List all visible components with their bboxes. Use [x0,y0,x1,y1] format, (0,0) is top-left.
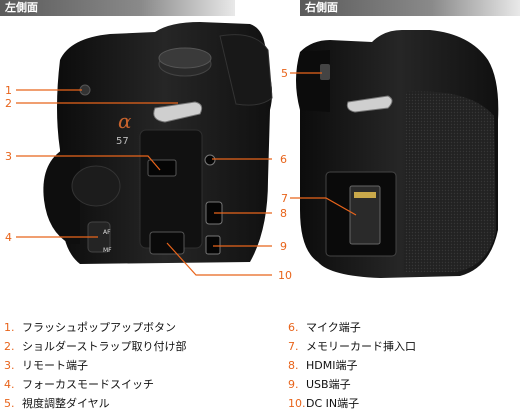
legend-item: 6. マイク端子 [288,318,416,337]
diopter-dial [320,64,330,80]
legend-label: フォーカスモードスイッチ [22,378,154,391]
legend-item: 9. USB端子 [288,375,416,394]
callout-line-3 [16,155,161,171]
legend-label: マイク端子 [306,321,361,334]
callout-10: 10 [278,269,292,282]
legend-number: 10. [288,397,306,410]
callout-5: 5 [281,67,288,80]
legend-label: メモリーカード挿入口 [306,340,416,353]
legend-label: USB端子 [306,378,351,391]
callout-line-10 [166,242,272,276]
callout-1: 1 [5,84,12,97]
legend-number: 1. [4,321,15,334]
right-side-camera [296,30,499,278]
legend-item: 10.DC IN端子 [288,394,416,413]
grip [404,91,496,272]
tab-right-side-label: 右側面 [305,1,338,14]
legend-left-column: 1. フラッシュポップアップボタン 2. ショルダーストラップ取り付け部 3. リモー… [4,318,186,413]
legend-label: ショルダーストラップ取り付け部 [22,340,187,353]
legend-number: 5. [4,397,15,410]
legend-number: 4. [4,378,15,391]
callout-2: 2 [5,97,12,110]
legend-label: リモート端子 [22,359,88,372]
legend-number: 7. [288,340,299,353]
callout-4: 4 [5,231,12,244]
legend-item: 2. ショルダーストラップ取り付け部 [4,337,186,356]
strap-lug-right [346,95,393,113]
legend-item: 3. リモート端子 [4,356,186,375]
legend-number: 6. [288,321,299,334]
legend-number: 8. [288,359,299,372]
callout-6: 6 [280,153,287,166]
viewfinder [219,34,273,106]
remote-port [147,159,177,177]
legend-label: DC IN端子 [306,397,360,410]
legend-item: 7. メモリーカード挿入口 [288,337,416,356]
camera-diagram: α 57 AF MF [5,22,499,282]
callout-3: 3 [5,150,12,163]
af-label: AF [103,229,111,236]
model-logo: α [118,109,132,133]
strap-lug [153,101,203,123]
eyepiece [296,50,330,112]
legend-item: 4. フォーカスモードスイッチ [4,375,186,394]
mic-port [204,154,216,166]
tab-right-side: 右側面 [300,0,520,16]
callout-8: 8 [280,207,287,220]
legend-label: 視度調整ダイヤル [22,397,110,410]
left-side-camera: α 57 AF MF [43,22,273,264]
legend-label: HDMI端子 [306,359,358,372]
callout-7: 7 [281,192,288,205]
usb-port [205,235,221,255]
legend-number: 9. [288,378,299,391]
legend-item: 5. 視度調整ダイヤル [4,394,186,413]
legend-number: 3. [4,359,15,372]
callout-lines [16,72,357,276]
callout-line-7 [290,197,357,216]
legend-right-column: 6. マイク端子 7. メモリーカード挿入口 8. HDMI端子 9. USB端子 10… [288,318,416,413]
legend-label: フラッシュポップアップボタン [22,321,176,334]
legend-number: 2. [4,340,15,353]
tab-left-side: 左側面 [0,0,235,16]
callout-numbers: 1 2 3 4 5 6 7 8 9 10 [5,67,292,282]
callout-9: 9 [280,240,287,253]
mf-label: MF [103,247,112,254]
legend-item: 8. HDMI端子 [288,356,416,375]
tab-left-side-label: 左側面 [5,1,38,14]
legend-item: 1. フラッシュポップアップボタン [4,318,186,337]
model-number: 57 [116,136,129,147]
